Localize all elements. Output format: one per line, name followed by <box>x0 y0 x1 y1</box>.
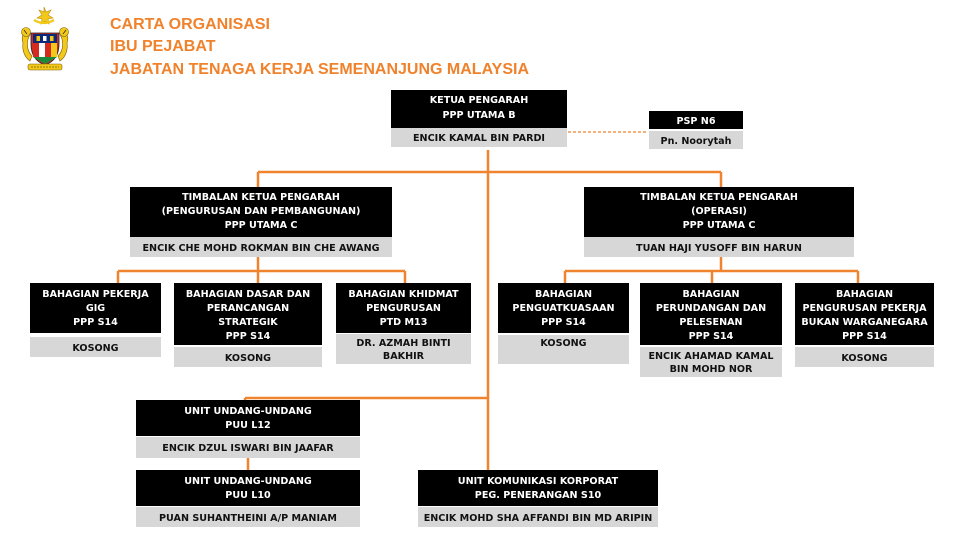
malaysia-coat-of-arms-icon <box>21 6 69 71</box>
node-title-line: BAHAGIAN KHIDMAT <box>348 289 459 300</box>
node-title-line: PENGURUSAN PEKERJA <box>802 303 927 314</box>
node-title-line: PPP UTAMA C <box>683 220 756 231</box>
node-title-line: STRATEGIK <box>218 317 278 328</box>
node-title-line: PENGUATKUASAAN <box>512 303 614 314</box>
node-title-line: PPP S14 <box>541 317 586 328</box>
node-title-line: BAHAGIAN <box>682 289 739 300</box>
node-officer-name: BIN MOHD NOR <box>670 364 753 375</box>
node-unit-undang-undang-l10: UNIT UNDANG-UNDANG PUU L10 PUAN SUHANTHE… <box>136 470 360 527</box>
node-title-line: PELESENAN <box>679 317 742 328</box>
node-title-line: UNIT UNDANG-UNDANG <box>184 476 312 487</box>
node-psp-n6: PSP N6 Pn. Noorytah <box>649 111 743 149</box>
chart-title-line-1: CARTA ORGANISASI <box>110 16 270 33</box>
node-bahagian-dasar-perancangan: BAHAGIAN DASAR DAN PERANCANGAN STRATEGIK… <box>174 283 322 367</box>
node-officer-name: KOSONG <box>540 338 586 349</box>
node-title-line: (OPERASI) <box>691 206 747 217</box>
node-officer-name: KOSONG <box>225 353 271 364</box>
node-officer-name: KOSONG <box>841 353 887 364</box>
node-title-line: PUU L12 <box>225 420 270 431</box>
node-title-line: BAHAGIAN PEKERJA <box>42 289 149 300</box>
node-bahagian-khidmat-pengurusan: BAHAGIAN KHIDMAT PENGURUSAN PTD M13 DR. … <box>336 283 471 364</box>
node-title-line: PEG. PENERANGAN S10 <box>475 490 602 501</box>
node-officer-name: ENCIK KAMAL BIN PARDI <box>413 133 545 144</box>
node-officer-name: KOSONG <box>72 343 118 354</box>
node-title-line: PPP UTAMA B <box>442 110 515 121</box>
node-officer-name: ENCIK DZUL ISWARI BIN JAAFAR <box>162 443 334 454</box>
node-bahagian-pekerja-bukan-warganegara: BAHAGIAN PENGURUSAN PEKERJA BUKAN WARGAN… <box>795 283 934 367</box>
node-officer-name: PUAN SUHANTHEINI A/P MANIAM <box>159 513 337 524</box>
node-title-line: (PENGURUSAN DAN PEMBANGUNAN) <box>162 206 361 217</box>
node-title-line: BAHAGIAN <box>535 289 592 300</box>
node-officer-name: DR. AZMAH BINTI <box>356 338 450 349</box>
connector-lines <box>116 150 860 470</box>
node-title-line: PPP S14 <box>842 331 887 342</box>
node-bahagian-perundangan-pelesenan: BAHAGIAN PERUNDANGAN DAN PELESENAN PPP S… <box>640 283 782 377</box>
node-title-line: BAHAGIAN DASAR DAN <box>186 289 310 300</box>
node-title-line: PPP S14 <box>689 331 734 342</box>
node-title-line: PERANCANGAN <box>207 303 289 314</box>
node-officer-name: ENCIK MOHD SHA AFFANDI BIN MD ARIPIN <box>424 513 653 524</box>
node-unit-undang-undang-l12: UNIT UNDANG-UNDANG PUU L12 ENCIK DZUL IS… <box>136 400 360 458</box>
node-officer-name: BAKHIR <box>383 351 425 362</box>
node-title-line: PUU L10 <box>225 490 271 501</box>
node-title-line: PPP UTAMA C <box>225 220 298 231</box>
node-title-line: UNIT KOMUNIKASI KORPORAT <box>458 476 619 487</box>
node-title-line: PSP N6 <box>676 116 715 127</box>
node-title-line: GIG <box>86 303 105 314</box>
node-officer-name: TUAN HAJI YUSOFF BIN HARUN <box>636 243 802 254</box>
node-officer-name: ENCIK AHAMAD KAMAL <box>648 351 773 362</box>
node-title-line: TIMBALAN KETUA PENGARAH <box>640 192 798 203</box>
node-tkp-pengurusan-pembangunan: TIMBALAN KETUA PENGARAH (PENGURUSAN DAN … <box>130 187 392 257</box>
node-bahagian-pekerja-gig: BAHAGIAN PEKERJA GIG PPP S14 KOSONG <box>30 283 161 357</box>
node-officer-name: ENCIK CHE MOHD ROKMAN BIN CHE AWANG <box>143 243 380 254</box>
node-tkp-operasi: TIMBALAN KETUA PENGARAH (OPERASI) PPP UT… <box>584 187 854 257</box>
node-title-line: PTD M13 <box>380 317 428 328</box>
chart-title-line-2: IBU PEJABAT <box>110 38 216 55</box>
node-title-line: BUKAN WARGANEGARA <box>801 317 928 328</box>
node-title-line: UNIT UNDANG-UNDANG <box>184 406 312 417</box>
node-title-line: KETUA PENGARAH <box>430 95 529 106</box>
node-ketua-pengarah: KETUA PENGARAH PPP UTAMA B ENCIK KAMAL B… <box>391 90 567 147</box>
node-title-line: PERUNDANGAN DAN <box>656 303 766 314</box>
node-title-line: BAHAGIAN <box>836 289 893 300</box>
node-officer-name: Pn. Noorytah <box>661 136 732 147</box>
node-title-line: PPP S14 <box>226 331 271 342</box>
chart-title-line-3: JABATAN TENAGA KERJA SEMENANJUNG MALAYSI… <box>110 61 529 78</box>
node-title-line: PPP S14 <box>73 317 118 328</box>
node-bahagian-penguatkuasaan: BAHAGIAN PENGUATKUASAAN PPP S14 KOSONG <box>498 283 629 364</box>
node-title-line: PENGURUSAN <box>366 303 441 314</box>
node-unit-komunikasi-korporat: UNIT KOMUNIKASI KORPORAT PEG. PENERANGAN… <box>418 470 658 527</box>
node-title-line: TIMBALAN KETUA PENGARAH <box>182 192 340 203</box>
